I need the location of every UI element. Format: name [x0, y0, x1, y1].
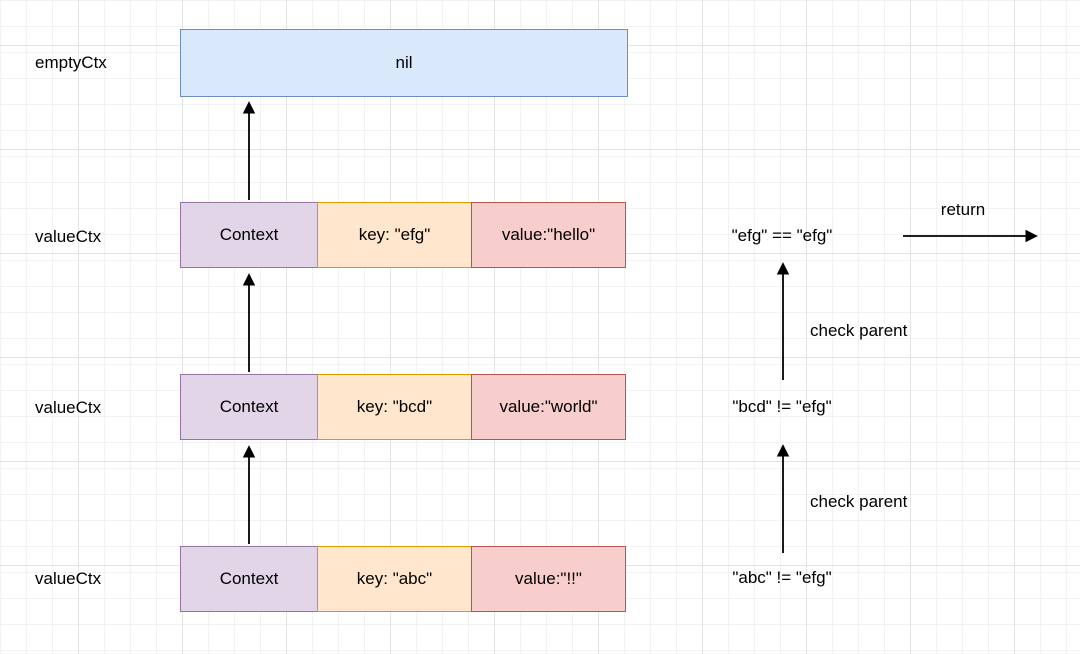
key-box-abc: key: "abc" — [317, 546, 472, 612]
check-parent-upper: check parent — [810, 321, 908, 340]
key-box-efg: key: "efg" — [317, 202, 472, 268]
label-valuectx-1: valueCtx — [35, 227, 102, 246]
label-valuectx-3: valueCtx — [35, 569, 102, 588]
context-box: Context — [180, 546, 318, 612]
context-box: Context — [180, 202, 318, 268]
context-row-bcd: Context key: "bcd" value:"world" — [180, 374, 628, 440]
return-label: return — [940, 200, 986, 219]
key-box-bcd: key: "bcd" — [317, 374, 472, 440]
value-box-world: value:"world" — [471, 374, 626, 440]
label-emptyctx: emptyCtx — [35, 53, 107, 72]
context-row-abc: Context key: "abc" value:"!!" — [180, 546, 628, 612]
comparison-abc-efg: "abc" != "efg" — [732, 568, 832, 587]
context-row-efg: Context key: "efg" value:"hello" — [180, 202, 628, 268]
comparison-bcd-efg: "bcd" != "efg" — [732, 397, 832, 416]
comparison-efg-efg: "efg" == "efg" — [731, 226, 833, 245]
check-parent-lower: check parent — [810, 492, 908, 511]
context-box: Context — [180, 374, 318, 440]
value-box-exclaim: value:"!!" — [471, 546, 626, 612]
nil-box: nil — [180, 29, 628, 97]
label-valuectx-2: valueCtx — [35, 398, 102, 417]
value-box-hello: value:"hello" — [471, 202, 626, 268]
